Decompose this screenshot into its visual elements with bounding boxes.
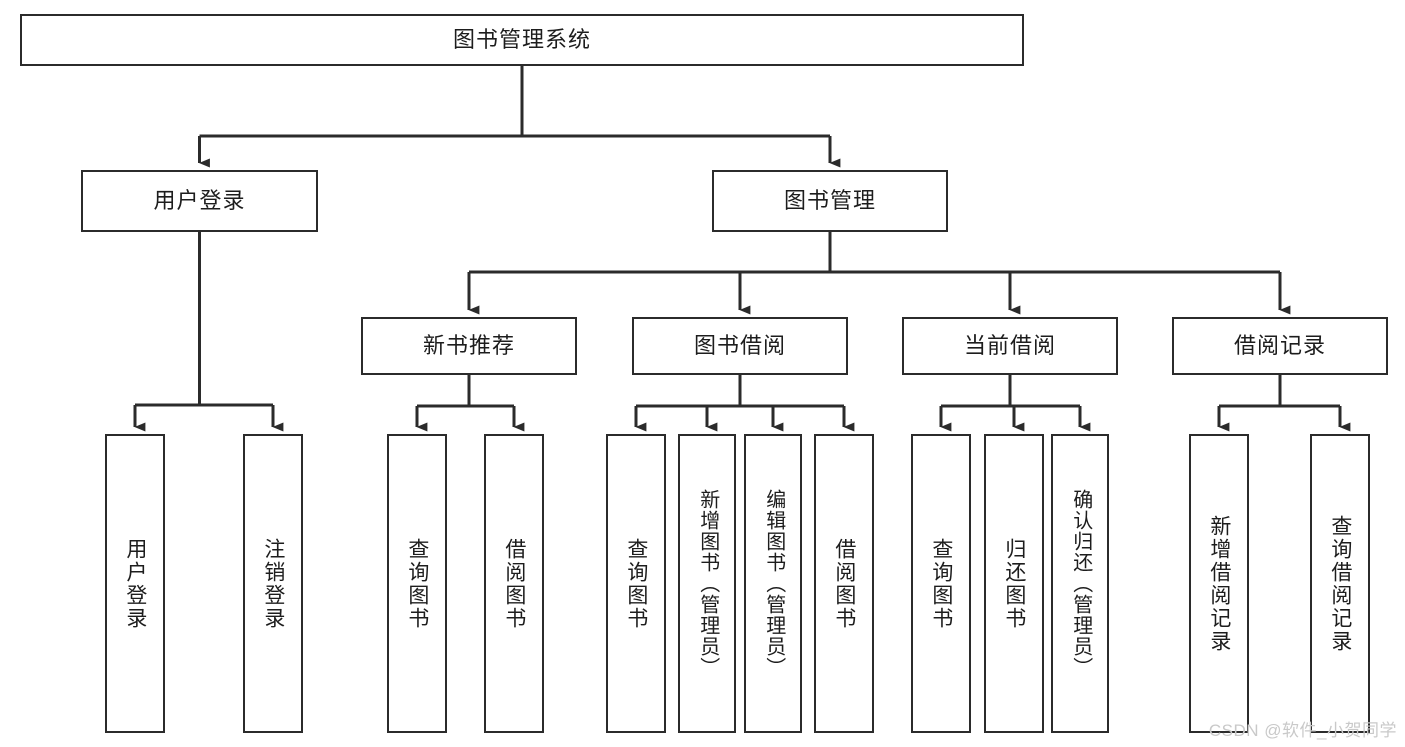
node-label: 借阅记录	[1233, 332, 1326, 358]
node-label: 新增借阅记录	[1207, 514, 1231, 653]
node-leaf-confirm-return-admin[interactable]: 确认归还（管理员）	[1051, 434, 1109, 733]
node-book-management-system[interactable]: 图书管理系统	[20, 14, 1024, 66]
node-label: 新增图书（管理员）	[696, 489, 719, 678]
node-leaf-user-login[interactable]: 用户登录	[105, 434, 165, 733]
node-label: 借阅图书	[832, 537, 856, 630]
node-label: 归还图书	[1002, 537, 1026, 630]
node-leaf-add-borrow-record[interactable]: 新增借阅记录	[1189, 434, 1249, 733]
node-leaf-return-book[interactable]: 归还图书	[984, 434, 1044, 733]
node-label: 借阅图书	[502, 537, 526, 630]
node-book-management[interactable]: 图书管理	[712, 170, 948, 232]
node-new-book-recommend[interactable]: 新书推荐	[361, 317, 577, 375]
node-label: 当前借阅	[963, 332, 1056, 358]
node-label: 注销登录	[261, 537, 285, 630]
node-leaf-query-book-3[interactable]: 查询图书	[911, 434, 971, 733]
node-leaf-edit-book-admin[interactable]: 编辑图书（管理员）	[744, 434, 802, 733]
node-borrow-record[interactable]: 借阅记录	[1172, 317, 1388, 375]
node-leaf-borrow-book-2[interactable]: 借阅图书	[814, 434, 874, 733]
node-user-login[interactable]: 用户登录	[81, 170, 318, 232]
node-label: 图书借阅	[693, 332, 786, 358]
node-label: 查询图书	[624, 537, 648, 630]
node-book-borrow[interactable]: 图书借阅	[632, 317, 848, 375]
node-current-borrow[interactable]: 当前借阅	[902, 317, 1118, 375]
node-leaf-query-borrow-record[interactable]: 查询借阅记录	[1310, 434, 1370, 733]
node-label: 图书管理	[783, 187, 876, 213]
node-label: 查询图书	[405, 537, 429, 630]
node-label: 编辑图书（管理员）	[762, 489, 785, 678]
node-leaf-query-book-1[interactable]: 查询图书	[387, 434, 447, 733]
node-label: 用户登录	[123, 537, 147, 630]
node-leaf-borrow-book-1[interactable]: 借阅图书	[484, 434, 544, 733]
watermark-text: CSDN @软件_小贺同学	[1208, 721, 1397, 740]
node-label: 用户登录	[153, 187, 246, 213]
node-leaf-logout-login[interactable]: 注销登录	[243, 434, 303, 733]
node-label: 图书管理系统	[452, 26, 591, 52]
node-label: 新书推荐	[422, 332, 515, 358]
node-label: 查询图书	[929, 537, 953, 630]
node-leaf-query-book-2[interactable]: 查询图书	[606, 434, 666, 733]
node-leaf-add-book-admin[interactable]: 新增图书（管理员）	[678, 434, 736, 733]
node-label: 确认归还（管理员）	[1069, 489, 1092, 678]
node-label: 查询借阅记录	[1328, 514, 1352, 653]
